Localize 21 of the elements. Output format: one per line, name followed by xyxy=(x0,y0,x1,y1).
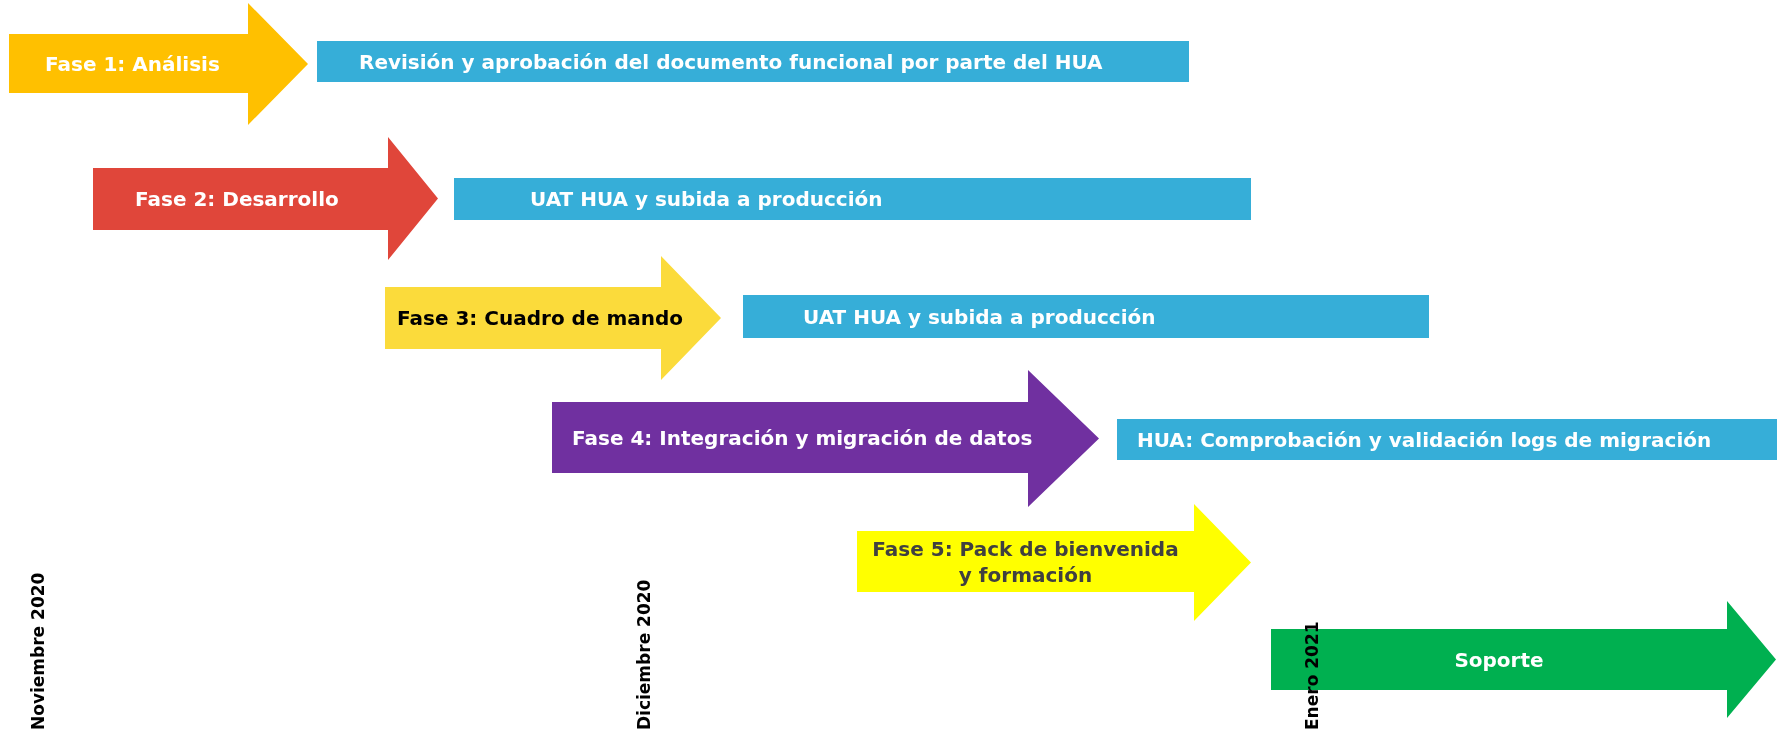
phase-block xyxy=(93,137,438,260)
phase-label: Fase 1: Análisis xyxy=(45,50,220,77)
task-bar xyxy=(317,41,1189,82)
task-label: HUA: Comprobación y validación logs de migración xyxy=(1137,426,1712,453)
phase-label: Fase 2: Desarrollo xyxy=(135,186,339,212)
phase-block xyxy=(552,370,1099,507)
phase-label: Fase 5: Pack de bienvenida y formación xyxy=(871,535,1180,588)
task-label: UAT HUA y subida a producción xyxy=(530,186,883,212)
month-label: Diciembre 2020 xyxy=(634,579,654,730)
task-label: UAT HUA y subida a producción xyxy=(803,303,1156,330)
month-label: Enero 2021 xyxy=(1302,621,1322,730)
month-label: Noviembre 2020 xyxy=(28,572,48,730)
task-bar xyxy=(1117,419,1777,460)
phase-block xyxy=(385,256,721,380)
phase-label: Fase 3: Cuadro de mando xyxy=(397,305,684,331)
task-bar xyxy=(454,178,1251,220)
phase-block xyxy=(857,504,1251,621)
phase-label: Fase 4: Integración y migración de datos xyxy=(572,424,1033,451)
task-bar xyxy=(743,295,1429,338)
phase-block xyxy=(9,3,308,125)
task-label: Revisión y aprobación del documento funcional por parte del HUA xyxy=(359,48,1103,75)
